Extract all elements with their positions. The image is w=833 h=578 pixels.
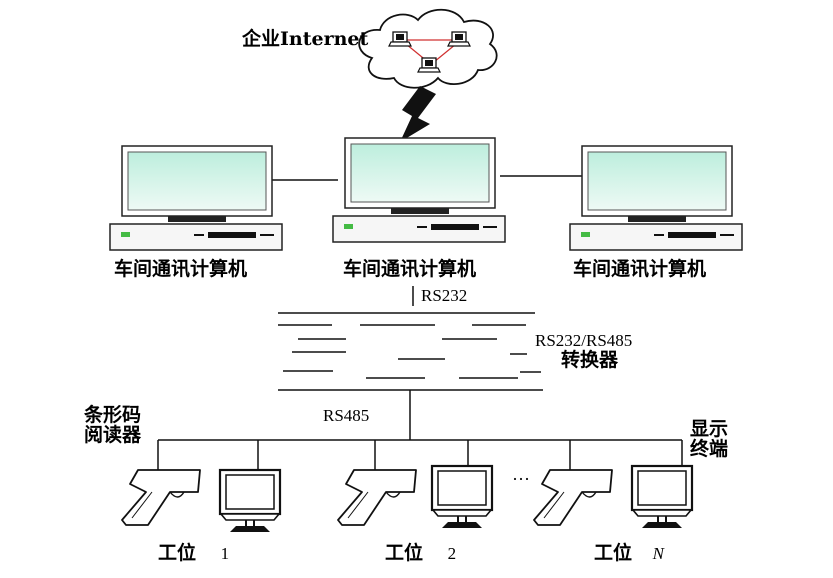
- station-label: 工位 N: [594, 542, 664, 564]
- rs232-rs485-converter: [278, 312, 543, 391]
- barcode-scanner-icon: [121, 469, 201, 526]
- workshop-computer: [569, 145, 743, 251]
- ellipsis: ···: [512, 469, 530, 489]
- workshop-computer: [332, 137, 506, 243]
- converter-label-line2: 转换器: [561, 348, 619, 371]
- display-terminal-icon: [430, 464, 494, 530]
- lightning-bolt-icon: [400, 86, 436, 142]
- converter-label: RS232/RS485 转换器: [535, 332, 632, 371]
- rs485-bus: [157, 390, 683, 470]
- barcode-scanner-icon: [533, 469, 613, 526]
- rs232-label: RS232: [421, 286, 468, 305]
- computer-label: 车间通讯计算机: [573, 258, 707, 280]
- display-terminal-icon: [630, 464, 694, 530]
- internet-label: 企业Internet: [242, 28, 369, 50]
- rs485-label: RS485: [323, 406, 370, 425]
- workshop-computer: [109, 145, 283, 251]
- barcode-reader-label: 条形码 阅读器: [84, 404, 142, 446]
- computer-label: 车间通讯计算机: [343, 258, 477, 280]
- barcode-scanner-icon: [337, 469, 417, 526]
- internet-cloud: [358, 8, 498, 89]
- converter-label-line1: RS232/RS485: [535, 331, 633, 350]
- computer-label: 车间通讯计算机: [114, 258, 248, 280]
- display-terminal-label: 显示 终端: [690, 418, 729, 460]
- station-label: 工位 2: [385, 542, 457, 564]
- station-label: 工位 1: [158, 542, 230, 564]
- display-terminal-icon: [218, 468, 282, 534]
